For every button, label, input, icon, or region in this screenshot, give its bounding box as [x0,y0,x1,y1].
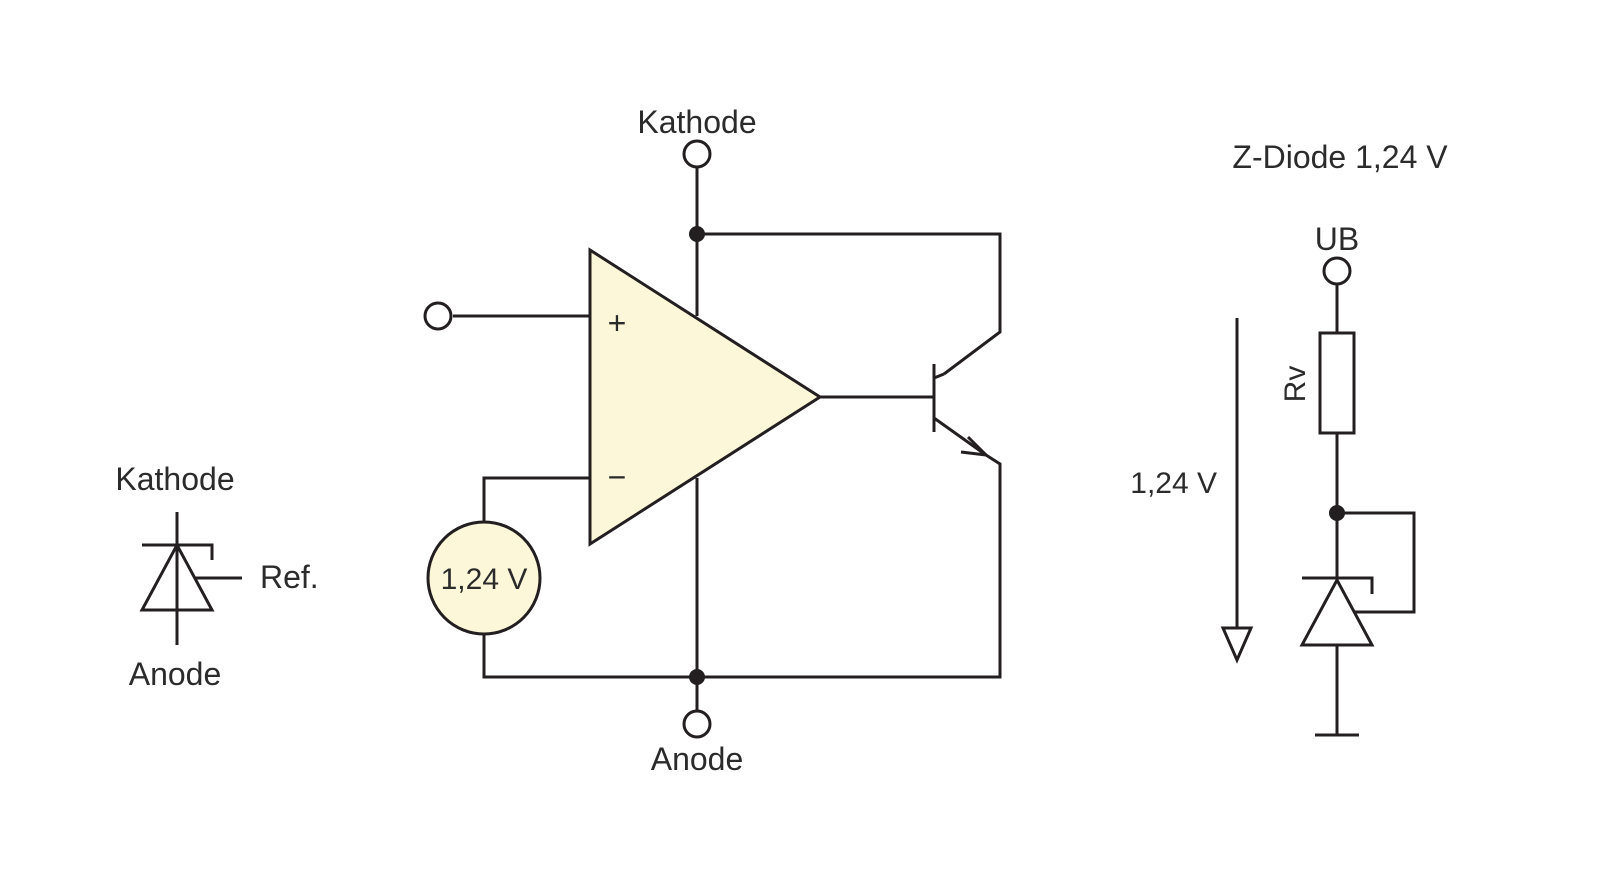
resistor-junction [1329,505,1345,521]
anode-junction [689,669,705,685]
opamp-minus-sign: − [608,459,627,495]
supply-terminal [1322,256,1352,286]
equivalent-circuit: Kathode Anode + − 1,24 V [423,104,1002,777]
symbol-anode-label: Anode [129,656,222,692]
shunt-regulator-symbol: Kathode Anode Ref. [115,461,318,692]
resistor-label: Rv [1279,366,1312,403]
voltage-arrow-head [1220,626,1254,664]
symbol-ref-label: Ref. [260,559,319,595]
zdiode-circuit: Z-Diode 1,24 V UB Rv 1,24 V [1130,139,1448,737]
supply-label: UB [1315,221,1359,257]
reference-voltage-label: 1,24 V [441,563,528,596]
anode-terminal [682,709,712,739]
reference-ground-wire [482,634,697,679]
ref-terminal [423,301,453,331]
emitter-wire [697,453,1002,679]
kathode-terminal [682,139,712,169]
zdiode-title: Z-Diode 1,24 V [1232,139,1448,175]
opamp-triangle [588,247,823,547]
resistor-rv [1318,331,1356,435]
zdiode-cathode-bar [1302,576,1374,594]
ref-feedback-wire [1337,511,1416,614]
inverting-input-wire [482,476,590,523]
symbol-cathode-bar [142,543,214,560]
transistor-collector-stub [933,372,945,380]
transistor-emitter-line [933,416,987,457]
collector-wire [697,232,1002,376]
anode-label: Anode [651,741,744,777]
reference-source-circle [426,520,542,636]
kathode-label: Kathode [637,104,756,140]
voltage-label: 1,24 V [1130,467,1217,500]
opamp-plus-sign: + [608,305,627,341]
symbol-kathode-label: Kathode [115,461,234,497]
kathode-junction [689,226,705,242]
